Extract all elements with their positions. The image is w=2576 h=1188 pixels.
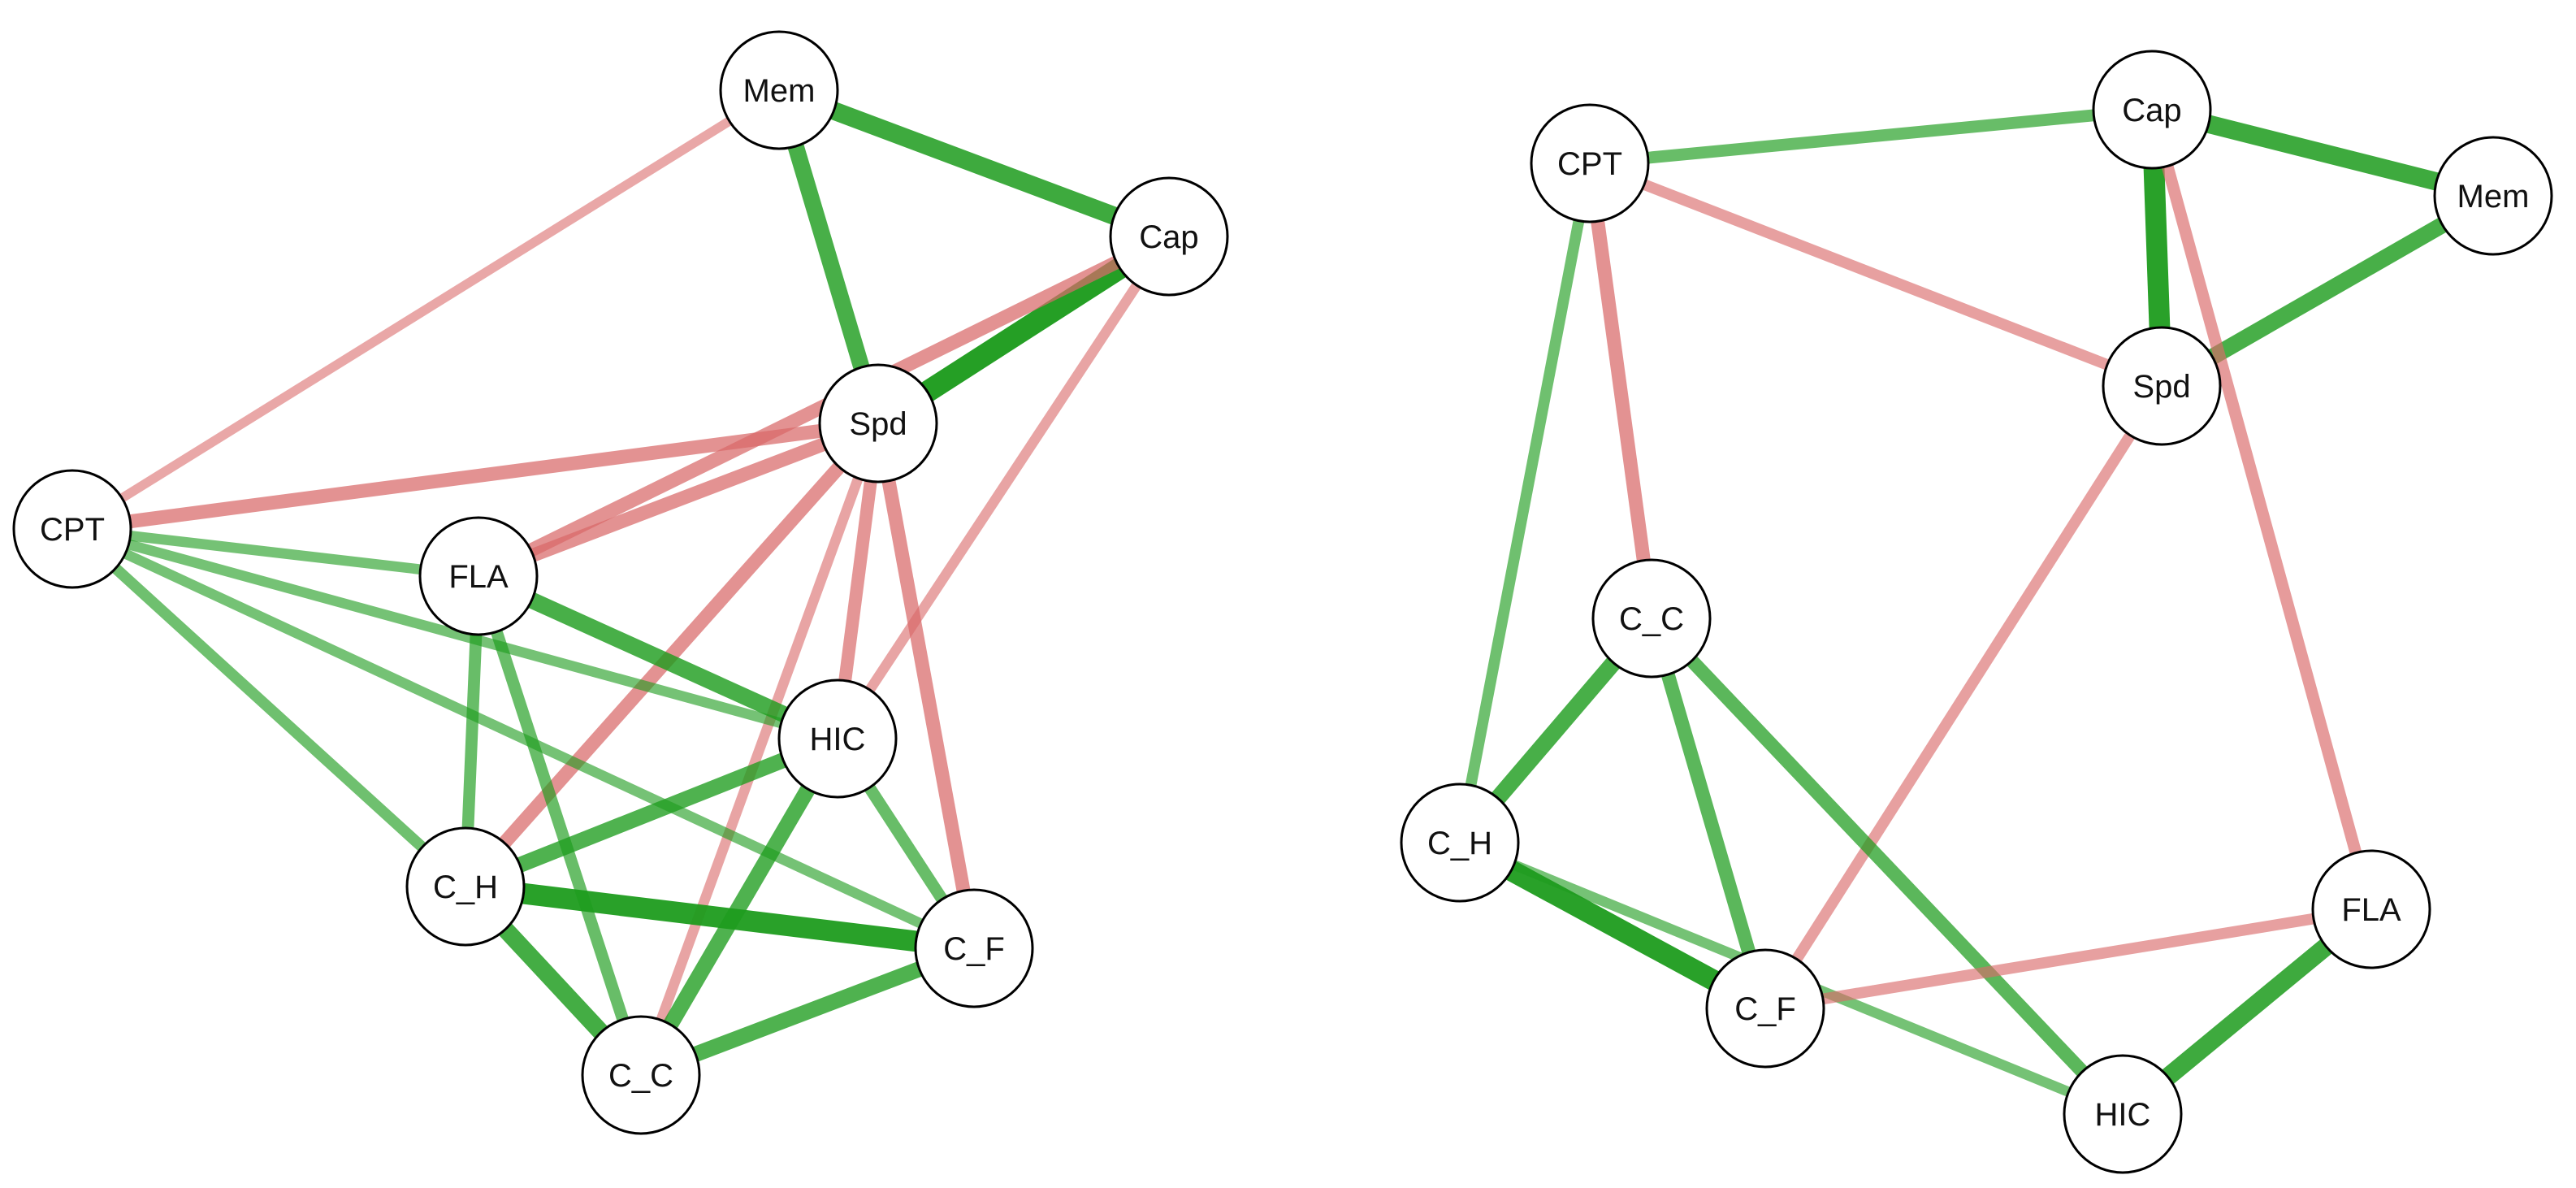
- node-circle: [818, 363, 938, 483]
- node-label: C_C: [608, 1058, 673, 1094]
- edge-Mem-CPT: [69, 86, 782, 533]
- edge-C_C-HIC: [1646, 614, 2128, 1119]
- edge-Cap-HIC: [833, 233, 1174, 742]
- edge-Cap-FLA: [2145, 108, 2378, 911]
- node-circle: [719, 30, 839, 150]
- node-Cap: Cap: [1109, 176, 1229, 297]
- node-Spd: Spd: [2102, 326, 2222, 446]
- edge-C_F-FLA: [1764, 904, 2373, 1014]
- node-circle: [1591, 558, 1712, 679]
- node-label: Mem: [2457, 179, 2530, 215]
- node-label: CPT: [40, 512, 105, 548]
- edge-Spd-C_F: [1760, 383, 2167, 1012]
- node-C_H: C_H: [1400, 783, 1520, 903]
- edge-CPT-C_C: [1582, 162, 1659, 620]
- node-FLA: FLA: [418, 516, 539, 636]
- node-circle: [1400, 783, 1520, 903]
- node-label: C_F: [943, 931, 1005, 967]
- node-label: Spd: [2132, 369, 2190, 405]
- node-circle: [1530, 103, 1650, 223]
- edge-HIC-C_C: [634, 735, 845, 1079]
- edge-CPT-Spd: [1587, 158, 2164, 392]
- node-circle: [1705, 948, 1825, 1069]
- node-Spd: Spd: [818, 363, 938, 483]
- node-circle: [12, 469, 132, 589]
- node-circle: [581, 1015, 701, 1135]
- node-circle: [2433, 136, 2553, 256]
- node-HIC: HIC: [2063, 1054, 2183, 1174]
- edge-C_C-C_F: [1644, 616, 1773, 1011]
- edge-CPT-C_H: [68, 524, 470, 891]
- node-label: FLA: [2341, 892, 2401, 928]
- node-label: C_F: [1734, 991, 1796, 1027]
- edge-Spd-C_F: [871, 422, 981, 950]
- node-circle: [2102, 326, 2222, 446]
- node-label: CPT: [1557, 146, 1622, 182]
- node-circle: [2311, 849, 2431, 969]
- node-circle: [418, 516, 539, 636]
- node-Mem: Mem: [719, 30, 839, 150]
- node-label: Mem: [743, 73, 816, 109]
- node-Mem: Mem: [2433, 136, 2553, 256]
- node-circle: [2063, 1054, 2183, 1174]
- node-C_H: C_H: [405, 826, 526, 947]
- node-circle: [777, 679, 898, 799]
- node-label: HIC: [2095, 1097, 2151, 1133]
- edge-C_H-C_F: [464, 876, 976, 959]
- node-CPT: CPT: [1530, 103, 1650, 223]
- node-circle: [1109, 176, 1229, 297]
- node-HIC: HIC: [777, 679, 898, 799]
- node-Cap: Cap: [2092, 50, 2212, 170]
- edge-Mem-Cap: [776, 81, 1172, 245]
- node-label: Spd: [849, 406, 907, 442]
- node-FLA: FLA: [2311, 849, 2431, 969]
- edge-CPT-HIC: [71, 523, 839, 744]
- edge-CPT-C_F: [70, 524, 976, 953]
- node-label: Cap: [1139, 219, 1198, 255]
- node-circle: [405, 826, 526, 947]
- edge-CPT-Cap: [1589, 103, 2153, 170]
- edge-CPT-C_H: [1454, 162, 1595, 844]
- edge-FLA-C_C: [472, 574, 647, 1077]
- edge-CPT-FLA: [71, 523, 479, 582]
- node-C_C: C_C: [581, 1015, 701, 1135]
- edge-Spd-C_C: [636, 421, 883, 1077]
- edge-HIC-C_H: [462, 731, 841, 894]
- edge-Spd-FLA: [475, 417, 881, 583]
- node-label: C_H: [433, 869, 498, 905]
- node-CPT: CPT: [12, 469, 132, 589]
- node-circle: [2092, 50, 2212, 170]
- node-label: FLA: [448, 559, 509, 595]
- node-label: Cap: [2122, 93, 2181, 128]
- node-circle: [914, 888, 1034, 1008]
- node-C_F: C_F: [914, 888, 1034, 1008]
- node-label: C_C: [1619, 601, 1684, 637]
- node-C_F: C_F: [1705, 948, 1825, 1069]
- edge-FLA-HIC: [474, 568, 842, 747]
- node-C_C: C_C: [1591, 558, 1712, 679]
- node-label: C_H: [1427, 826, 1492, 861]
- node-label: HIC: [810, 722, 866, 757]
